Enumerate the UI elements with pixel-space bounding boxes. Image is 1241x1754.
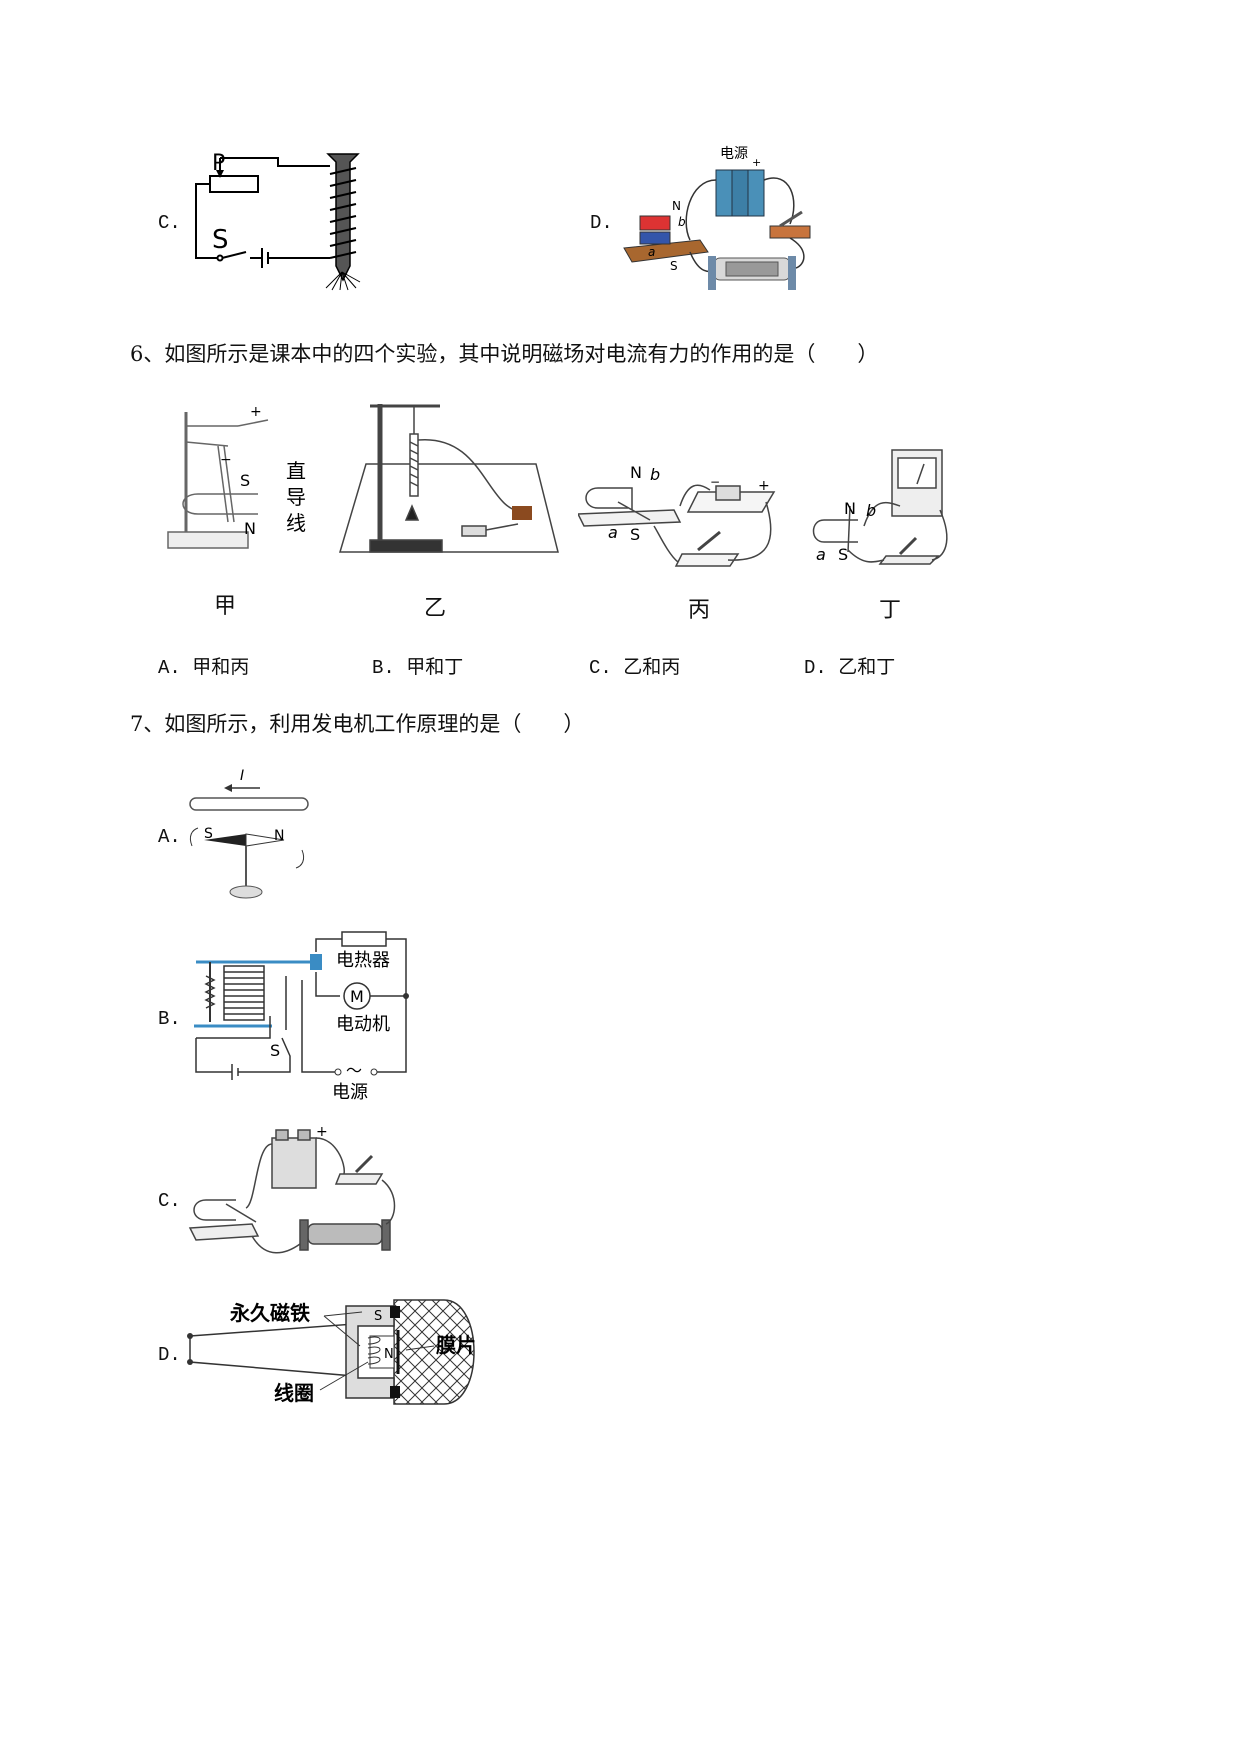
sliding-rheostat — [708, 256, 796, 290]
label-s: S — [630, 525, 640, 544]
label-plus: + — [316, 1124, 328, 1140]
q7-option-d-letter[interactable]: D. — [158, 1344, 181, 1366]
option-d-letter: D. — [590, 212, 613, 234]
label-n: N — [274, 828, 284, 844]
label-power-source: 电源 — [720, 146, 748, 162]
caption-jia: 甲 — [214, 594, 237, 619]
label-heater: 电热器 — [336, 950, 390, 971]
straight-wire — [189, 797, 309, 811]
label-motor-symbol: M — [350, 987, 364, 1006]
knife-switch — [769, 210, 811, 239]
label-s: S — [670, 259, 678, 273]
q6-option-a[interactable]: A. 甲和丙 — [158, 657, 250, 679]
label-s: S — [212, 225, 229, 255]
figure-ding: N b a S — [812, 449, 948, 565]
label-plus: + — [758, 478, 770, 494]
label-n: N — [672, 199, 681, 213]
label-plus: + — [752, 156, 761, 169]
microphone-figure: 永久磁铁 S N 膜片 线圈 — [187, 1299, 476, 1405]
oersted-figure: I S N — [189, 768, 309, 899]
switch-contact — [216, 254, 224, 262]
q7-option-b-letter[interactable]: B. — [158, 1008, 181, 1030]
figure-bing: N b a S − + — [578, 463, 776, 567]
caption-yi: 乙 — [424, 596, 447, 621]
label-minus: − — [220, 452, 232, 468]
motor-rail-figure: + — [188, 1124, 396, 1254]
label-ac: ～ — [346, 1061, 362, 1080]
q6-option-d[interactable]: D. 乙和丁 — [804, 657, 896, 679]
magnet-base — [623, 215, 709, 263]
label-s: S — [838, 545, 848, 564]
label-wire-3: 线 — [286, 511, 306, 535]
label-coil: 线圈 — [274, 1381, 314, 1405]
battery-pack — [715, 169, 765, 217]
label-b: b — [650, 465, 660, 484]
label-a: a — [816, 545, 826, 564]
label-motor: 电动机 — [336, 1014, 390, 1035]
label-wire-1: 直 — [286, 459, 306, 483]
label-a: a — [648, 245, 655, 259]
label-wire-2: 导 — [286, 485, 306, 509]
label-source: 电源 — [332, 1082, 368, 1103]
label-permanent-magnet: 永久磁铁 — [229, 1301, 310, 1325]
label-p: P — [212, 151, 225, 176]
question-7-stem: 7、如图所示，利用发电机工作原理的是（ ） — [130, 712, 585, 736]
q7-option-a-letter[interactable]: A. — [158, 826, 181, 848]
label-n: N — [630, 463, 642, 482]
needle-south — [204, 834, 246, 846]
label-minus: − — [710, 475, 720, 489]
electromagnet-circuit-figure: P S — [195, 151, 361, 291]
needle-north — [245, 833, 285, 847]
caption-bing: 丙 — [688, 598, 711, 623]
q6-option-b[interactable]: B. 甲和丁 — [372, 657, 464, 679]
label-b: b — [678, 215, 686, 229]
label-a: a — [608, 523, 618, 542]
label-b: b — [866, 501, 876, 520]
label-plus: + — [250, 404, 262, 420]
label-n: N — [844, 499, 856, 518]
heater-box — [341, 931, 387, 947]
label-n: N — [384, 1347, 394, 1362]
label-switch: S — [270, 1041, 280, 1060]
question-6-stem: 6、如图所示是课本中的四个实验，其中说明磁场对电流有力的作用的是（ ） — [130, 342, 879, 366]
q6-option-c[interactable]: C. 乙和丙 — [589, 657, 681, 679]
rheostat — [209, 175, 259, 193]
q7-option-c-letter[interactable]: C. — [158, 1190, 181, 1212]
label-s: S — [204, 826, 213, 842]
caption-ding: 丁 — [879, 598, 902, 623]
label-diaphragm: 膜片 — [435, 1333, 476, 1357]
label-s: S — [240, 471, 250, 490]
motor-experiment-figure: 电源 + N b a S — [623, 146, 811, 290]
label-n: N — [244, 519, 256, 538]
label-current: I — [240, 768, 244, 784]
iron-nail — [325, 153, 361, 291]
label-s: S — [374, 1309, 382, 1324]
relay-circuit-figure: 电热器 M 电动机 S ～ 电源 — [194, 931, 409, 1103]
figure-yi — [338, 404, 559, 553]
figure-jia: + − S N 直 导 线 — [167, 404, 306, 549]
option-c-letter: C. — [158, 212, 181, 234]
